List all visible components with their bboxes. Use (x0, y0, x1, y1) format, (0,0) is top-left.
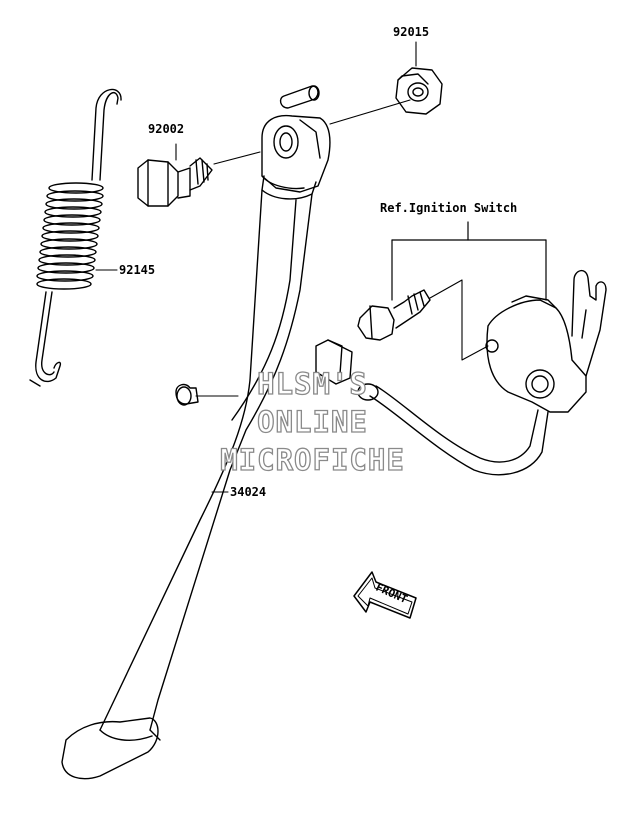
spring-coils (36, 182, 104, 290)
side-stand-illustration (61, 114, 331, 780)
reference-bracket (391, 221, 547, 301)
bolt-illustration (137, 157, 213, 207)
ignition-switch-illustration (315, 270, 607, 476)
part-label-92145: 92145 (119, 263, 156, 277)
nut-illustration (395, 67, 443, 115)
watermark-line-2: ONLINE (256, 405, 368, 439)
front-arrow-icon: FRONT (353, 571, 417, 619)
part-label-92002: 92002 (148, 122, 185, 136)
reference-label-ignition-switch: Ref.Ignition Switch (380, 201, 518, 215)
watermark-line-3: MICROFICHE (220, 443, 405, 477)
spring-illustration (29, 88, 122, 387)
part-label-34024: 34024 (230, 485, 267, 499)
pin-illustration (279, 85, 320, 109)
watermark-line-1: HLSM'S (256, 367, 368, 401)
part-label-92015: 92015 (393, 25, 430, 39)
leader-lines (95, 41, 489, 493)
